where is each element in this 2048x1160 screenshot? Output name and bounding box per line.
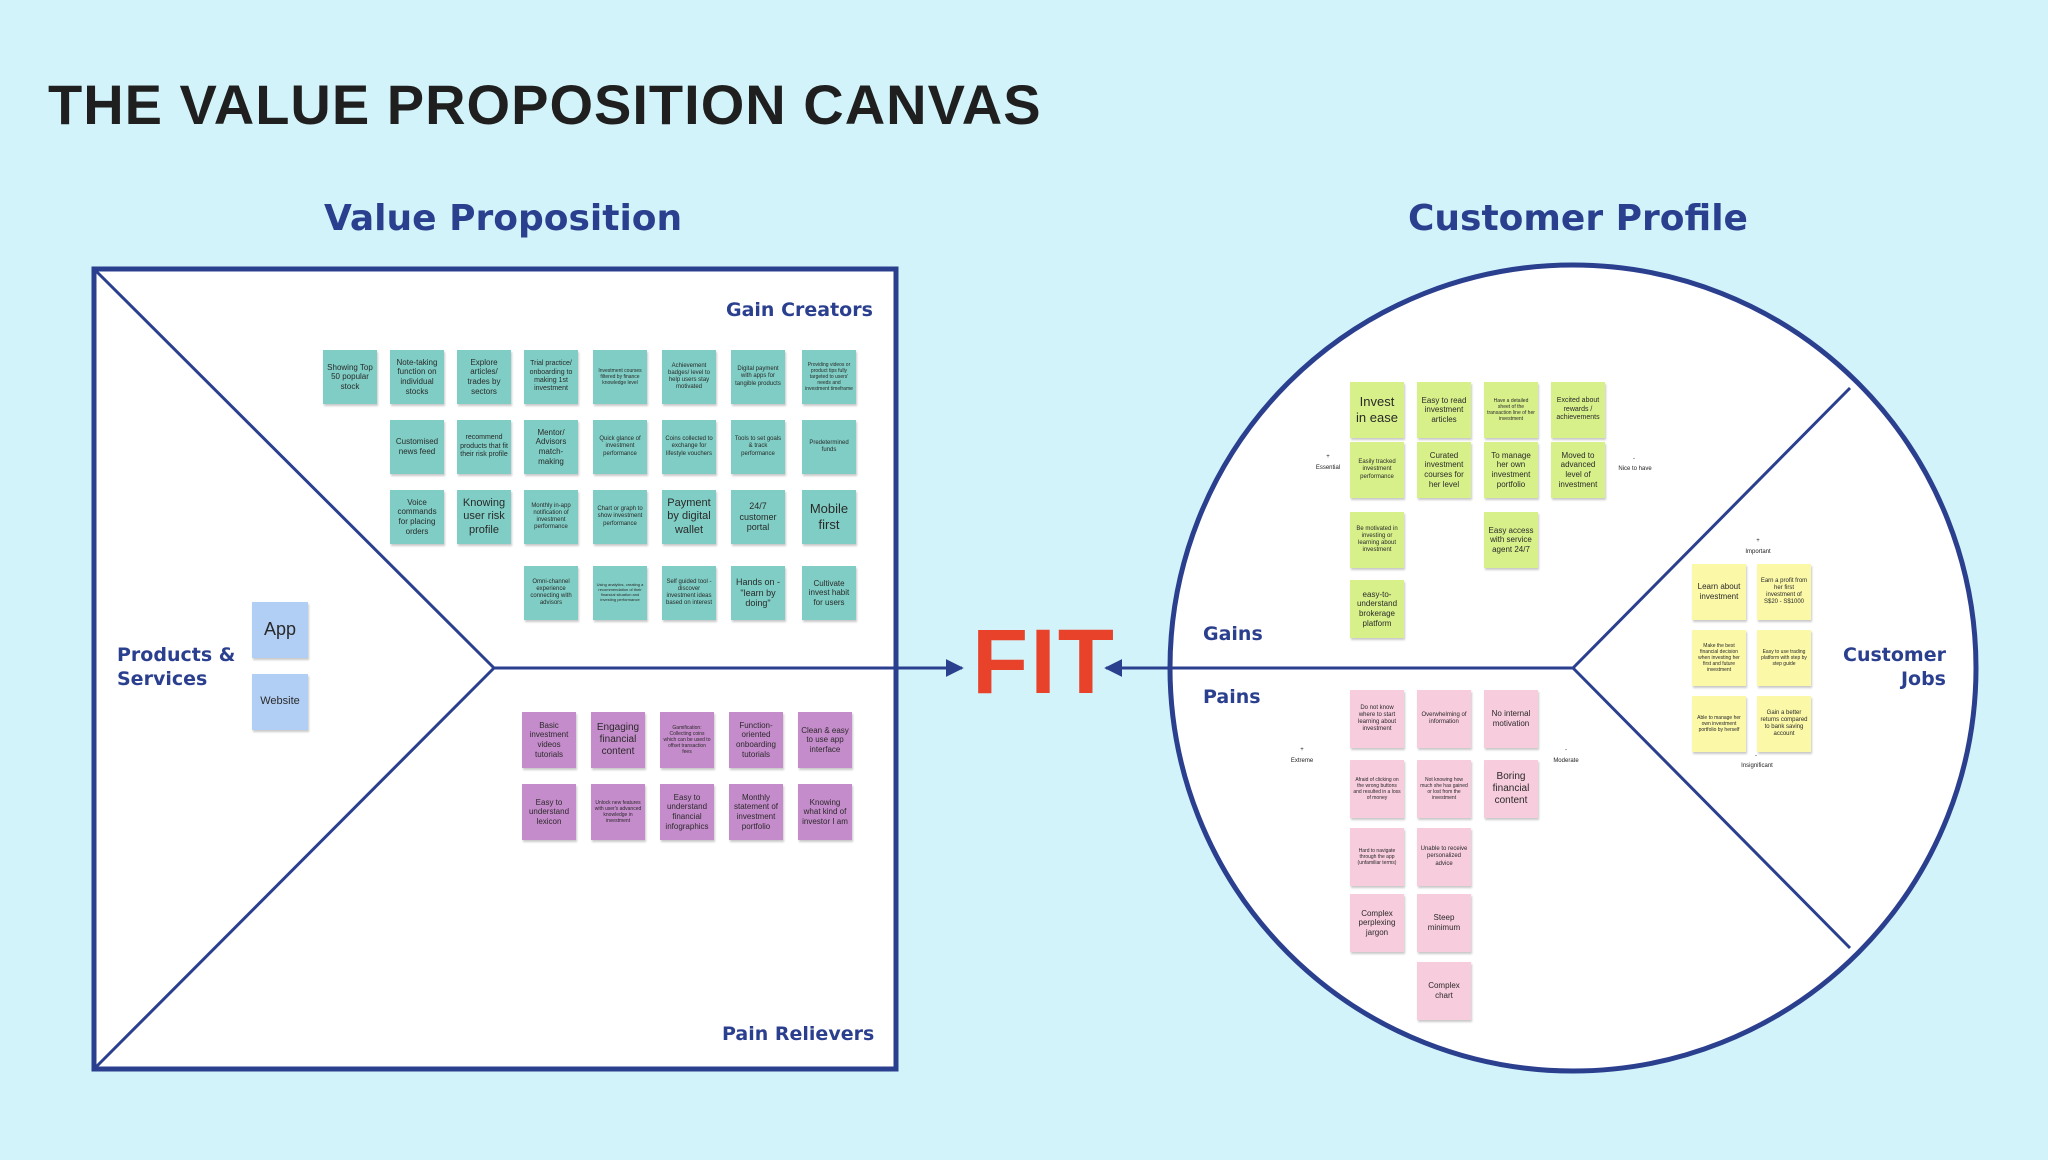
gain-note: Have a detailed sheet of the transaction… [1484, 382, 1538, 438]
pain-note: Afraid of clicking on the wrong buttons … [1350, 760, 1404, 818]
pains-axis-plus: + [1300, 747, 1304, 753]
gain-creator-note: Chart or graph to show investment perfor… [593, 490, 647, 544]
customer-jobs-label: Customer Jobs [1843, 644, 1946, 690]
gain-creator-note: Cultivate invest habit for users [802, 566, 856, 620]
gain-creator-note: Investment courses filtered by finance k… [593, 350, 647, 404]
gains-axis-nice-to-have: Nice to have [1618, 466, 1652, 472]
jobs-axis-insignificant: Insignificant [1741, 763, 1773, 769]
gain-note: easy-to-understand brokerage platform [1350, 580, 1404, 638]
gain-creator-note: Mentor/ Advisors match-making [524, 420, 578, 474]
pain-note: Overwhelming of information [1417, 690, 1471, 748]
product-note: App [252, 602, 308, 658]
circle-diagonal-top [1571, 386, 1852, 670]
pain-reliever-note: Monthly statement of investment portfoli… [729, 784, 783, 840]
jobs-axis-minus: - [1755, 753, 1757, 759]
gain-note: Easily tracked investment performance [1350, 442, 1404, 498]
gains-axis-minus: - [1633, 456, 1635, 462]
pain-reliever-note: Easy to understand financial infographic… [660, 784, 714, 840]
gains-label: Gains [1203, 623, 1263, 645]
gain-creator-note: Tools to set goals & track performance [731, 420, 785, 474]
pain-reliever-note: Gamification: Collecting coins which can… [660, 712, 714, 768]
gain-creator-note: Knowing user risk profile [457, 490, 511, 544]
pain-relievers-label: Pain Relievers [722, 1023, 875, 1045]
jobs-axis-important: Important [1745, 549, 1771, 555]
pain-reliever-note: Unlock new features with user's advanced… [591, 784, 645, 840]
pains-axis-moderate: Moderate [1553, 758, 1579, 764]
gain-creator-note: Voice commands for placing orders [390, 490, 444, 544]
pain-reliever-note: Knowing what kind of investor I am [798, 784, 852, 840]
pains-axis-extreme: Extreme [1290, 758, 1314, 764]
pain-note: Boring financial content [1484, 760, 1538, 818]
gain-note: Excited about rewards / achievements [1551, 382, 1605, 438]
gain-creator-note: Coins collected to exchange for lifestyl… [662, 420, 716, 474]
pain-reliever-note: Easy to understand lexicon [522, 784, 576, 840]
pain-note: No internal motivation [1484, 690, 1538, 748]
gain-creator-note: recommend products that fit their risk p… [457, 420, 511, 474]
pain-reliever-note: Engaging financial content [591, 712, 645, 768]
gain-creator-note: Hands on - "learn by doing" [731, 566, 785, 620]
gains-axis-essential: Essential [1315, 465, 1341, 471]
square-diagonal-top [94, 269, 496, 670]
pain-note: Steep minimum [1417, 894, 1471, 952]
gain-creator-note: Monthly in-app notification of investmen… [524, 490, 578, 544]
fit-label: FIT [972, 611, 1116, 713]
gain-creator-note: Showing Top 50 popular stock [323, 350, 377, 404]
gain-note: Easy to read investment articles [1417, 382, 1471, 438]
gain-note: Easy access with service agent 24/7 [1484, 512, 1538, 568]
gain-note: Moved to advanced level of investment [1551, 442, 1605, 498]
gain-creator-note: Self guided tool - discover investment i… [662, 566, 716, 620]
pain-note: Complex chart [1417, 962, 1471, 1020]
gain-creator-note: Using analytics, creating a recommendati… [593, 566, 647, 620]
gain-creator-note: 24/7 customer portal [731, 490, 785, 544]
gain-creators-label: Gain Creators [726, 299, 873, 321]
pain-note: Unable to receive personalized advice [1417, 828, 1471, 886]
pain-reliever-note: Basic investment videos tutorials [522, 712, 576, 768]
gain-creator-note: Payment by digital wallet [662, 490, 716, 544]
pain-note: Not knowing how much she has gained or l… [1417, 760, 1471, 818]
gains-axis-plus: + [1326, 454, 1330, 460]
gain-creator-note: Omni-channel experience connecting with … [524, 566, 578, 620]
job-note: Gain a better returns compared to bank s… [1757, 696, 1811, 752]
gain-creator-note: Achievement badges/ level to help users … [662, 350, 716, 404]
gain-note: To manage her own investment portfolio [1484, 442, 1538, 498]
jobs-axis-plus: + [1756, 538, 1760, 544]
job-note: Learn about investment [1692, 564, 1746, 620]
pains-axis-minus: - [1565, 747, 1567, 753]
gain-creator-note: Predetermined funds [802, 420, 856, 474]
job-note: Earn a profit from her first investment … [1757, 564, 1811, 620]
pains-label: Pains [1203, 686, 1261, 708]
gain-note: Curated investment courses for her level [1417, 442, 1471, 498]
gain-note: Invest in ease [1350, 382, 1404, 438]
customer-profile-heading: Customer Profile [1408, 198, 1748, 239]
pain-note: Complex perplexing jargon [1350, 894, 1404, 952]
product-note: Website [252, 674, 308, 730]
page-title: THE VALUE PROPOSITION CANVAS [48, 73, 1042, 136]
value-proposition-heading: Value Proposition [324, 198, 683, 239]
job-note: Able to manage her own investment portfo… [1692, 696, 1746, 752]
gain-creator-note: Note-taking function on individual stock… [390, 350, 444, 404]
pain-note: Hard to navigate through the app (unfami… [1350, 828, 1404, 886]
gain-creator-note: Quick glance of investment performance [593, 420, 647, 474]
gain-creator-note: Mobile first [802, 490, 856, 544]
pain-reliever-note: Clean & easy to use app interface [798, 712, 852, 768]
gain-creator-note: Providing videos or product tips fully t… [802, 350, 856, 404]
square-diagonal-bottom [94, 666, 496, 1069]
gain-creator-note: Digital payment with apps for tangible p… [731, 350, 785, 404]
gain-creator-note: Trial practice/ onboarding to making 1st… [524, 350, 578, 404]
gain-note: Be motivated in investing or learning ab… [1350, 512, 1404, 568]
gain-creator-note: Customised news feed [390, 420, 444, 474]
pain-note: Do not know where to start learning abou… [1350, 690, 1404, 748]
job-note: Make the best financial decision when in… [1692, 630, 1746, 686]
pain-reliever-note: Function-oriented onboarding tutorials [729, 712, 783, 768]
products-services-label: Products & Services [117, 644, 236, 690]
job-note: Easy to use trading platform with step b… [1757, 630, 1811, 686]
gain-creator-note: Explore articles/ trades by sectors [457, 350, 511, 404]
circle-diagonal-bottom [1571, 666, 1852, 950]
